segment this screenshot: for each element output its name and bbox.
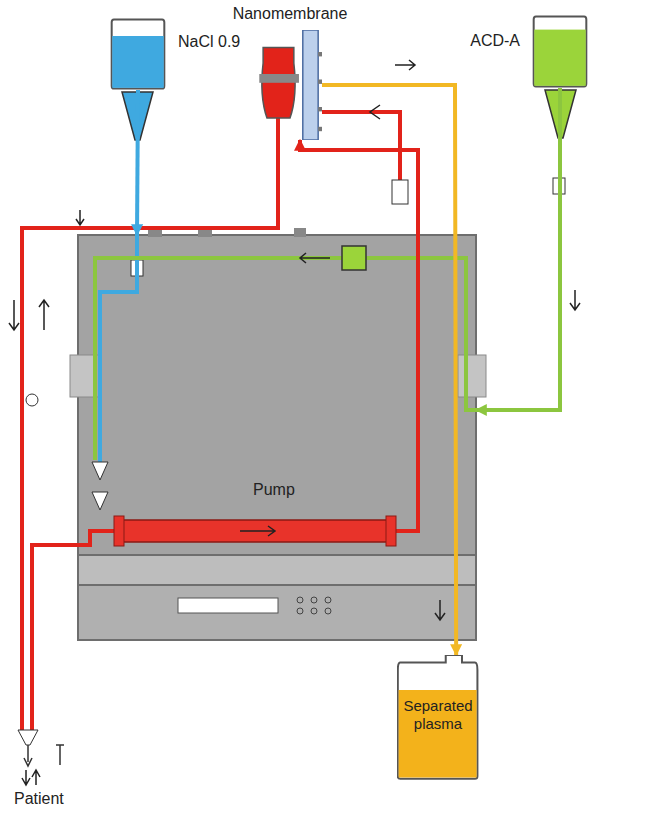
anticoagulant-bag: ACD-A — [532, 15, 588, 88]
y-connector — [92, 492, 108, 510]
button — [311, 597, 317, 603]
part-label: NaCl 0.9 — [178, 32, 240, 51]
side-bar — [458, 355, 486, 397]
flow-arrow — [39, 300, 49, 330]
button — [297, 608, 303, 614]
control-panel — [78, 585, 476, 640]
pump-segment — [120, 520, 390, 542]
membrane-cartridge — [303, 30, 318, 140]
nanomembrane-filter-outline — [258, 30, 322, 140]
cartridge-port — [318, 52, 322, 56]
flow-arrow — [22, 770, 40, 785]
pump-end-cap — [386, 516, 396, 546]
nanomembrane-filter: Nanomembrane — [258, 30, 322, 140]
flow-arrow — [76, 210, 84, 225]
button — [311, 608, 317, 614]
filter — [342, 246, 366, 270]
mount-bracket — [259, 74, 299, 83]
flow-arrow — [240, 526, 275, 536]
draw-line — [32, 531, 120, 730]
machine-shelf — [78, 555, 476, 585]
machine-label: Pump — [253, 480, 295, 499]
bag-outline — [534, 16, 587, 86]
button — [297, 597, 303, 603]
flow-arrow — [435, 600, 445, 620]
fitting — [198, 229, 212, 237]
flow-arrow — [300, 253, 330, 263]
cartridge-port — [318, 80, 322, 84]
flow-arrow — [570, 290, 580, 310]
fitting — [148, 229, 162, 237]
flow-arrow — [395, 60, 415, 70]
saline-bag-outline — [110, 18, 166, 90]
pressure-sensor — [392, 180, 408, 204]
cartridge-port — [318, 127, 322, 131]
part-label: Nanomembrane — [233, 4, 348, 23]
needle — [56, 745, 64, 765]
button — [325, 608, 331, 614]
patient-label: Patient — [14, 790, 64, 808]
part-label: Separated plasma — [397, 697, 478, 733]
y-connector — [92, 462, 108, 480]
return-line — [22, 118, 278, 730]
clamp — [26, 394, 38, 406]
bag-liquid — [112, 36, 164, 88]
patient-connector — [18, 730, 38, 745]
flow-arrow — [9, 300, 19, 330]
blood-tube — [300, 140, 418, 235]
plasma-tube — [322, 85, 456, 655]
anticoagulant-bag-outline — [532, 15, 588, 88]
button — [325, 597, 331, 603]
needle — [24, 745, 32, 766]
cartridge-port — [318, 107, 322, 111]
drip-chamber — [545, 90, 576, 138]
drip-chamber — [122, 92, 153, 140]
roller-clamp — [553, 178, 565, 194]
machine-body — [78, 235, 476, 555]
display — [178, 598, 278, 613]
blood-chamber — [262, 48, 295, 118]
flow-arrow — [370, 105, 380, 119]
plasma-bottle: Separated plasma — [397, 655, 478, 780]
fitting — [294, 228, 306, 237]
saline-tube — [137, 90, 138, 235]
bag-outline — [112, 19, 165, 88]
bottle-outline — [398, 655, 478, 779]
part-label: ACD-A — [470, 31, 520, 50]
pressure-line — [322, 112, 400, 180]
pump-end-cap — [114, 516, 124, 546]
pump-machine: Pump — [78, 235, 476, 640]
bag-liquid — [534, 30, 586, 86]
pump-outlet-line — [390, 235, 418, 531]
anticoagulant-tube — [476, 88, 560, 410]
saline-line — [100, 235, 137, 470]
saline-bag: NaCl 0.9 — [110, 18, 166, 90]
